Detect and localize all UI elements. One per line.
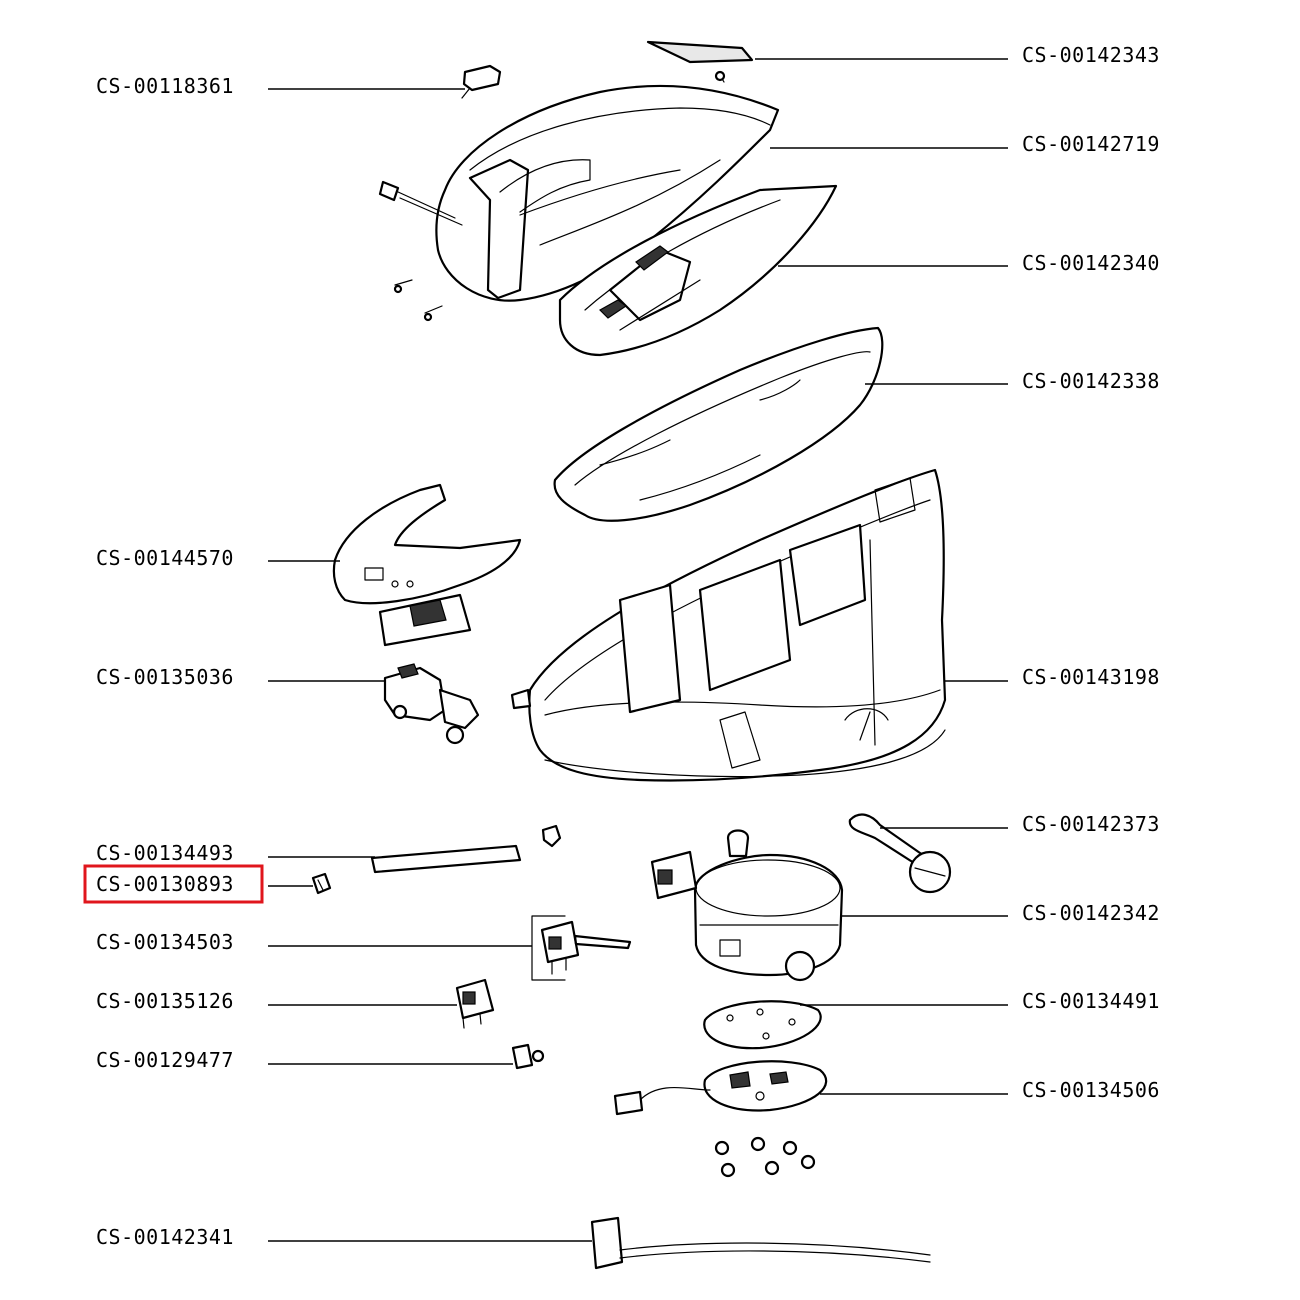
iron-handle-part [378, 84, 780, 322]
part-label[interactable]: CS-00144570 [96, 546, 234, 570]
electronic-board-part [613, 1060, 828, 1178]
part-label[interactable]: CS-00142341 [96, 1225, 234, 1249]
part-label[interactable]: CS-00142338 [1022, 369, 1160, 393]
valve-rod-part [531, 915, 632, 981]
hose-part [370, 824, 562, 874]
gasket-plate-part [703, 1000, 822, 1050]
part-label[interactable]: CS-00118361 [96, 74, 234, 98]
boiler-part [650, 829, 844, 982]
small-connector-part [311, 872, 332, 895]
part-label[interactable]: CS-00135036 [96, 665, 234, 689]
top-trim-part [646, 40, 754, 83]
part-label[interactable]: CS-00134491 [1022, 989, 1160, 1013]
part-label[interactable]: CS-00129477 [96, 1048, 234, 1072]
solenoid-valve-part [455, 978, 495, 1029]
part-label[interactable]: CS-00142340 [1022, 251, 1160, 275]
pump-valve-part [383, 663, 480, 745]
part-label[interactable]: CS-00142342 [1022, 901, 1160, 925]
iron-housing-part [558, 184, 838, 357]
base-housing-part [510, 468, 947, 782]
part-label[interactable]: CS-00134506 [1022, 1078, 1160, 1102]
part-label[interactable]: CS-00134493 [96, 841, 234, 865]
part-label-highlighted[interactable]: CS-00130893 [96, 872, 234, 896]
left-part-labels: CS-00118361 CS-00144570 CS-00135036 CS-0… [96, 74, 234, 1249]
part-label[interactable]: CS-00142343 [1022, 43, 1160, 67]
highlight-box [83, 864, 264, 904]
part-label[interactable]: CS-00142719 [1022, 132, 1160, 156]
part-label[interactable]: CS-00134503 [96, 930, 234, 954]
part-label[interactable]: CS-00142373 [1022, 812, 1160, 836]
knob-rod-part [848, 813, 952, 894]
power-cord-part [590, 1216, 931, 1270]
fuse-part [511, 1043, 545, 1070]
part-label[interactable]: CS-00135126 [96, 989, 234, 1013]
part-label[interactable]: CS-00143198 [1022, 665, 1160, 689]
small-knob-part [461, 64, 502, 99]
soleplate-part [553, 326, 884, 522]
right-part-labels: CS-00142343 CS-00142719 CS-00142340 CS-0… [1022, 43, 1160, 1102]
leader-lines [268, 58, 1008, 1242]
control-panel-part [332, 483, 522, 647]
